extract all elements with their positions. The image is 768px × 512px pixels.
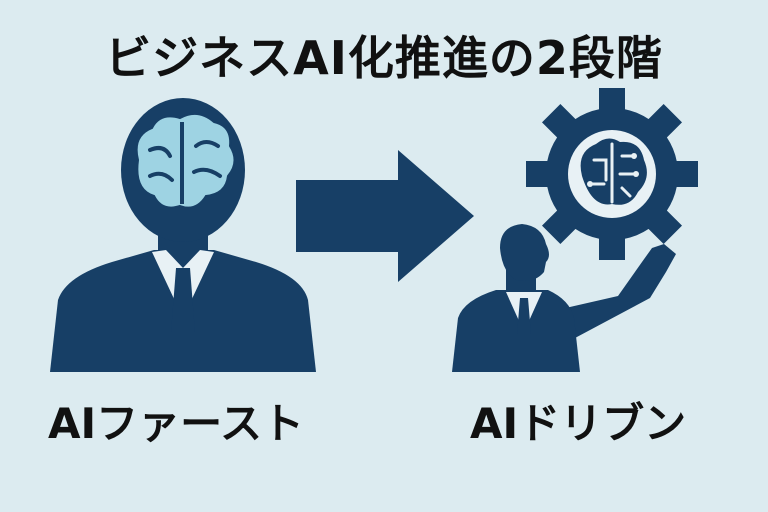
- stage-label-ai-driven: AIドリブン: [470, 399, 687, 448]
- brain-icon: [135, 112, 236, 209]
- right-arrow-icon: [296, 150, 474, 282]
- diagram-title: ビジネスAI化推進の2段階: [105, 31, 663, 85]
- gear-icon: [526, 88, 698, 260]
- stage-label-ai-first: AIファースト: [48, 399, 305, 448]
- person-presenting-gear-brain-icon: [452, 88, 698, 372]
- person-with-brain-icon: [50, 98, 316, 372]
